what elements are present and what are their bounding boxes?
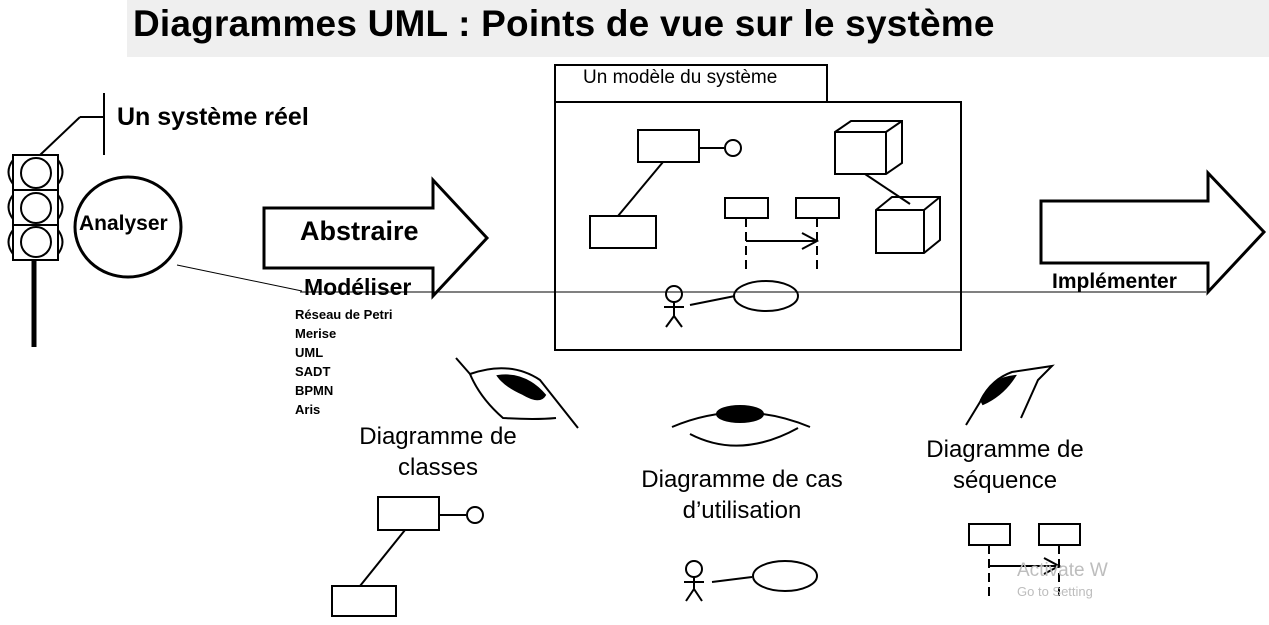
traffic-light-icon xyxy=(7,93,105,347)
usecase-diagram-icon xyxy=(684,560,818,602)
activation-watermark-subtext: Go to Setting xyxy=(1017,584,1093,599)
page-title: Diagrammes UML : Points de vue sur le sy… xyxy=(133,3,995,44)
sequence-diagram-label: Diagramme de séquence xyxy=(926,436,1084,494)
abstraire-label: Abstraire xyxy=(300,216,419,246)
real-system-label: Un système réel xyxy=(117,103,309,131)
analyser-connector xyxy=(176,264,303,292)
eye-usecase-icon xyxy=(671,405,811,447)
language-item: Réseau de Petri xyxy=(295,307,393,322)
language-item: Aris xyxy=(295,402,321,417)
language-item: SADT xyxy=(295,364,331,379)
language-item: BPMN xyxy=(295,383,334,398)
abstraire-arrow xyxy=(262,176,490,300)
analyser-ellipse xyxy=(73,175,183,279)
system-model-package xyxy=(554,64,962,351)
usecase-diagram-label: Diagramme de cas d’utilisation xyxy=(641,466,843,524)
class-diagram-icon xyxy=(331,496,484,617)
language-item: Merise xyxy=(295,326,337,341)
title-bar xyxy=(127,0,1269,57)
eye-classes-icon xyxy=(455,357,579,429)
language-list: Réseau de Petri Merise UML SADT BPMN Ari… xyxy=(295,305,393,419)
implementer-label: Implémenter xyxy=(1052,270,1177,293)
eye-sequence-icon xyxy=(965,364,1055,426)
language-item: UML xyxy=(295,345,324,360)
implementer-arrow xyxy=(1039,169,1267,296)
modeliser-label: Modéliser xyxy=(304,274,412,300)
analyser-label: Analyser xyxy=(79,212,168,235)
sequence-diagram-icon xyxy=(968,523,1081,598)
system-model-label: Un modèle du système xyxy=(583,67,778,88)
activation-watermark: Activate W xyxy=(1017,560,1108,581)
class-diagram-label: Diagramme de classes xyxy=(359,423,517,481)
